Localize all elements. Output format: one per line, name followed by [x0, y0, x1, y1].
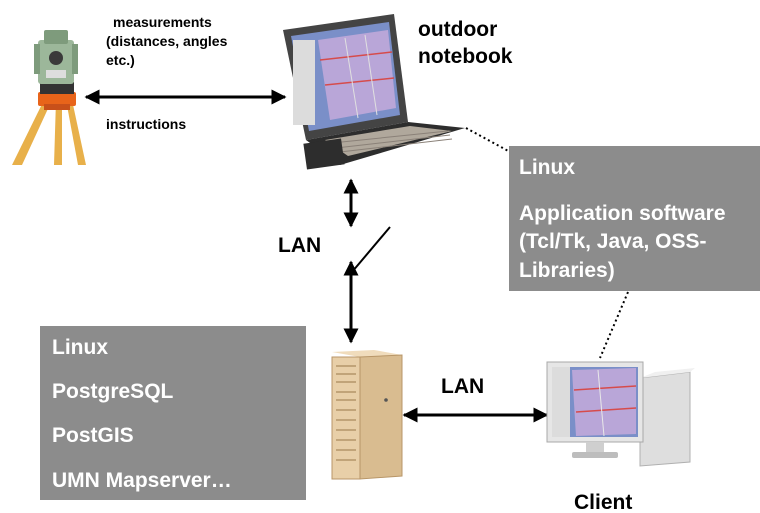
- outdoor-notebook-label: notebook: [418, 45, 513, 68]
- box-line: UMN Mapserver…: [52, 469, 232, 492]
- lan-label: LAN: [278, 234, 322, 257]
- measurements-label: measurements: [113, 14, 212, 30]
- notebook-software-box: Linux Application software (Tcl/Tk, Java…: [509, 146, 760, 291]
- box-line: PostgreSQL: [52, 380, 174, 403]
- lan-label: LAN: [441, 375, 485, 398]
- outdoor-notebook-label: outdoor: [418, 18, 498, 41]
- notebook-box-connector: [465, 127, 513, 154]
- total-station-icon: [12, 30, 86, 165]
- server-software-box: Linux PostgreSQL PostGIS UMN Mapserver…: [40, 326, 306, 500]
- client-box-connector: [599, 291, 629, 359]
- box-line: Libraries): [519, 259, 615, 282]
- server-icon: [331, 350, 403, 480]
- box-line: Linux: [52, 336, 108, 359]
- client-label: Client: [574, 491, 633, 513]
- client-computer-icon: [546, 361, 695, 467]
- measurements-label: etc.): [106, 52, 135, 68]
- instructions-label: instructions: [106, 116, 187, 132]
- notebook-icon: [283, 14, 465, 170]
- measurements-label: (distances, angles: [106, 33, 228, 49]
- lan-link-symbol: [351, 226, 391, 273]
- box-line: Linux: [519, 156, 575, 179]
- box-line: PostGIS: [52, 424, 134, 447]
- box-line: (Tcl/Tk, Java, OSS-: [519, 230, 707, 253]
- box-line: Application software: [519, 202, 726, 225]
